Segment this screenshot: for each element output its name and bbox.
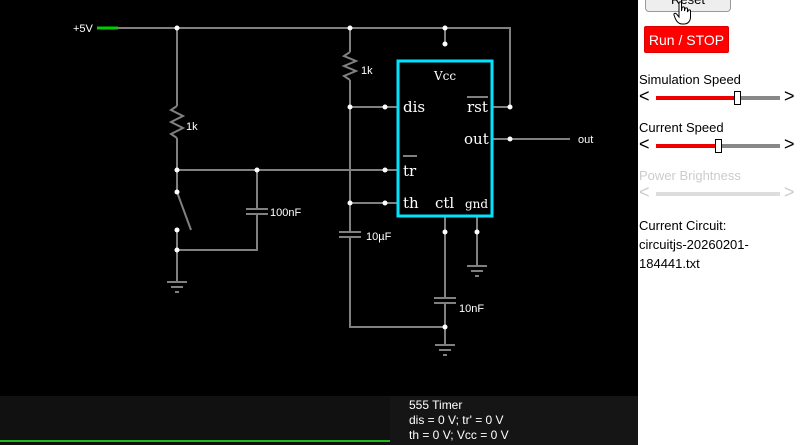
r2-resistor[interactable]: [341, 51, 359, 81]
current-circuit-info: Current Circuit: circuitjs-20260201-1844…: [639, 216, 799, 273]
circuit-schematic[interactable]: +5V 1k 1k 100nF 10µF 10nF out Vcc dis rs…: [0, 0, 638, 396]
r2-label: 1k: [361, 65, 373, 77]
c-timing-capacitor[interactable]: [339, 231, 361, 238]
simulation-speed-slider[interactable]: < >: [638, 86, 800, 106]
info-title: 555 Timer: [409, 398, 463, 412]
chevron-right-icon[interactable]: >: [784, 134, 795, 154]
current-circuit-name: circuitjs-20260201-184441.txt: [639, 237, 749, 271]
chip-tr-label: tr: [403, 162, 417, 180]
slider-thumb[interactable]: [733, 91, 741, 105]
c-ctl-label: 10nF: [459, 303, 484, 315]
control-sidebar: Reset Run / STOP Simulation Speed < > Cu…: [638, 0, 800, 445]
top-rail-wire[interactable]: [118, 27, 511, 107]
chip-gnd-label: gnd: [465, 197, 488, 211]
slider-thumb[interactable]: [715, 139, 722, 153]
chevron-left-icon: <: [639, 182, 650, 202]
supply-label: +5V: [73, 23, 94, 35]
current-speed-slider[interactable]: < >: [638, 134, 800, 154]
chip-th-label: th: [403, 194, 419, 212]
chevron-right-icon: >: [784, 182, 795, 202]
current-circuit-label: Current Circuit:: [639, 218, 727, 233]
chevron-left-icon[interactable]: <: [639, 86, 650, 106]
scope-trace: [0, 440, 390, 442]
r1-label: 1k: [186, 121, 198, 133]
simulation-speed-label: Simulation Speed: [639, 72, 741, 87]
r1-resistor[interactable]: [168, 105, 186, 139]
info-line-2: th = 0 V; Vcc = 0 V: [409, 428, 509, 442]
c-trigger-label: 100nF: [270, 207, 301, 219]
junction-dots: [174, 25, 513, 330]
chip-out-label: out: [464, 130, 489, 148]
c-ctl-capacitor[interactable]: [434, 216, 456, 345]
element-info-box: 555 Timer dis = 0 V; tr' = 0 V th = 0 V;…: [390, 396, 638, 445]
hand-cursor-icon: [673, 1, 691, 25]
push-switch[interactable]: [176, 191, 192, 231]
chip-dis-label: dis: [403, 98, 425, 116]
trigger-wire[interactable]: [176, 138, 398, 171]
chevron-right-icon[interactable]: >: [784, 86, 795, 106]
chip-ctl-label: ctl: [435, 194, 454, 212]
c-timing-label: 10µF: [366, 231, 392, 243]
c-trigger-capacitor[interactable]: [177, 170, 268, 251]
info-line-1: dis = 0 V; tr' = 0 V: [409, 413, 504, 427]
chevron-left-icon[interactable]: <: [639, 134, 650, 154]
power-brightness-slider: < >: [638, 182, 800, 202]
timer-555-chip[interactable]: [396, 59, 494, 218]
circuit-canvas[interactable]: +5V 1k 1k 100nF 10µF 10nF out Vcc dis rs…: [0, 0, 638, 445]
run-stop-button[interactable]: Run / STOP: [644, 26, 729, 53]
current-speed-label: Current Speed: [639, 120, 724, 135]
c-timing-bottom-wire[interactable]: [349, 237, 445, 328]
output-label: out: [578, 134, 593, 146]
chip-vcc-label: Vcc: [433, 69, 456, 83]
power-brightness-label: Power Brightness: [639, 168, 741, 183]
ground-symbols: [167, 265, 487, 356]
chip-rst-label: rst: [467, 98, 488, 116]
